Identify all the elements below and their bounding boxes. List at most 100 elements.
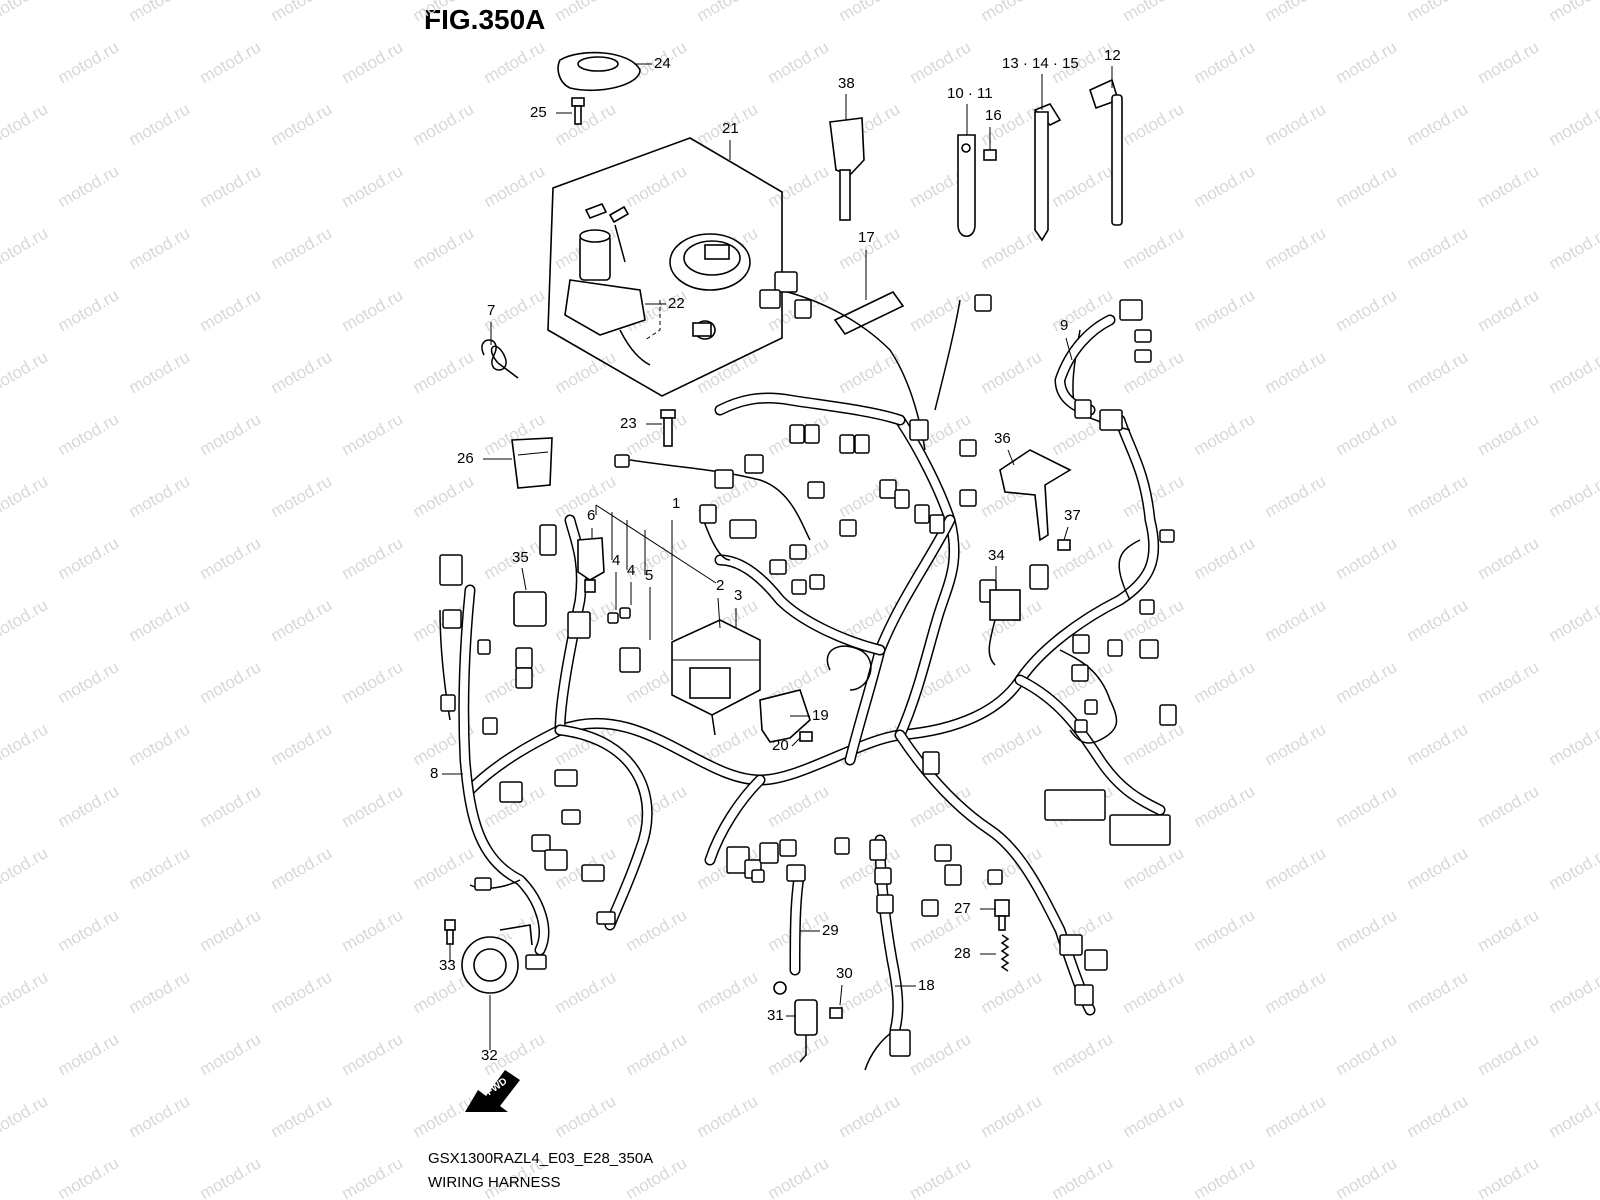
watermark-text: motod.ru [55, 409, 123, 459]
watermark-text: motod.ru [339, 409, 407, 459]
watermark-text: motod.ru [126, 967, 194, 1017]
watermark-text: motod.ru [1404, 719, 1472, 769]
connector [974, 294, 992, 312]
watermark-text: motod.ru [1333, 905, 1401, 955]
watermark-text: motod.ru [1049, 161, 1117, 211]
callout-24: 24 [654, 55, 671, 72]
connector [499, 781, 523, 803]
connector [744, 454, 764, 474]
callout-4b: 4 [627, 562, 635, 579]
connector [774, 271, 798, 293]
watermark-text: motod.ru [1475, 285, 1543, 335]
connector [477, 639, 491, 655]
callout-28: 28 [954, 945, 971, 962]
part-12-band [1089, 78, 1123, 226]
watermark-text: motod.ru [1191, 285, 1259, 335]
connector [759, 842, 779, 864]
watermark-text: motod.ru [481, 161, 549, 211]
connector [482, 717, 498, 735]
watermark-text: motod.ru [1120, 223, 1188, 273]
connector [596, 911, 616, 925]
part-33-bolt [444, 919, 456, 945]
watermark-text: motod.ru [1404, 967, 1472, 1017]
callout-2: 2 [716, 577, 724, 594]
watermark-text: motod.ru [694, 0, 762, 25]
watermark-text: motod.ru [1120, 99, 1188, 149]
connector [1119, 299, 1143, 321]
watermark-text: motod.ru [907, 37, 975, 87]
part-17-label [833, 290, 905, 336]
watermark-text: motod.ru [55, 161, 123, 211]
watermark-text: motod.ru [765, 37, 833, 87]
watermark-text: motod.ru [1120, 347, 1188, 397]
connector [474, 877, 492, 891]
watermark-text: motod.ru [1262, 0, 1330, 25]
watermark-text: motod.ru [0, 223, 51, 273]
connector [869, 839, 887, 861]
watermark-text: motod.ru [1475, 657, 1543, 707]
connector [581, 864, 605, 882]
connector [439, 554, 463, 586]
callout-bracket [595, 504, 717, 584]
watermark-text: motod.ru [55, 781, 123, 831]
callout-26: 26 [457, 450, 474, 467]
watermark-text: motod.ru [197, 657, 265, 707]
watermark-text: motod.ru [1546, 223, 1600, 273]
callout-12: 12 [1104, 47, 1121, 64]
watermark-text: motod.ru [1546, 595, 1600, 645]
callout-13-14-15: 13 · 14 · 15 [1002, 55, 1079, 72]
watermark-text: motod.ru [339, 285, 407, 335]
watermark-text: motod.ru [55, 37, 123, 87]
watermark-text: motod.ru [1546, 471, 1600, 521]
part-21-ignition-lock-set [547, 137, 783, 397]
connector [909, 419, 929, 441]
connector [839, 434, 855, 454]
watermark-text: motod.ru [126, 1091, 194, 1141]
watermark-text: motod.ru [694, 1091, 762, 1141]
watermark-text: motod.ru [55, 905, 123, 955]
callout-20: 20 [772, 737, 789, 754]
watermark-text: motod.ru [410, 347, 478, 397]
connector [889, 1029, 911, 1057]
watermark-text: motod.ru [1475, 409, 1543, 459]
watermark-text: motod.ru [765, 781, 833, 831]
watermark-text: motod.ru [339, 1029, 407, 1079]
watermark-text: motod.ru [1262, 99, 1330, 149]
connector [1159, 529, 1175, 543]
connector [789, 544, 807, 560]
callout-4a: 4 [612, 552, 620, 569]
watermark-text: motod.ru [1404, 347, 1472, 397]
connector [1044, 789, 1106, 821]
connector [804, 424, 820, 444]
watermark-text: motod.ru [410, 0, 478, 25]
watermark-text: motod.ru [1475, 1029, 1543, 1079]
watermark-text: motod.ru [1191, 1153, 1259, 1200]
watermark-text: motod.ru [1120, 719, 1188, 769]
watermark-text: motod.ru [552, 99, 620, 149]
watermark-text: motod.ru [55, 285, 123, 335]
part-7-spring [481, 339, 519, 379]
watermark-text: motod.ru [339, 781, 407, 831]
watermark-text: motod.ru [1191, 37, 1259, 87]
connector [440, 694, 456, 712]
callout-35: 35 [512, 549, 529, 566]
connector [876, 894, 894, 914]
part-36-bracket [999, 449, 1072, 542]
watermark-text: motod.ru [268, 347, 336, 397]
connector [1074, 984, 1094, 1006]
connector [619, 647, 641, 673]
watermark-text: motod.ru [1333, 1153, 1401, 1200]
watermark-text: motod.ru [197, 1029, 265, 1079]
watermark-text: motod.ru [907, 1153, 975, 1200]
watermark-text: motod.ru [197, 37, 265, 87]
watermark-text: motod.ru [1333, 161, 1401, 211]
part-35-relay [513, 591, 547, 627]
watermark-text: motod.ru [268, 0, 336, 25]
connector [834, 837, 850, 855]
figure-title: FIG.350A [424, 4, 546, 35]
callout-33: 33 [439, 957, 456, 974]
watermark-text: motod.ru [0, 0, 51, 25]
watermark-text: motod.ru [268, 471, 336, 521]
watermark-text: motod.ru [1475, 781, 1543, 831]
watermark-text: motod.ru [339, 533, 407, 583]
